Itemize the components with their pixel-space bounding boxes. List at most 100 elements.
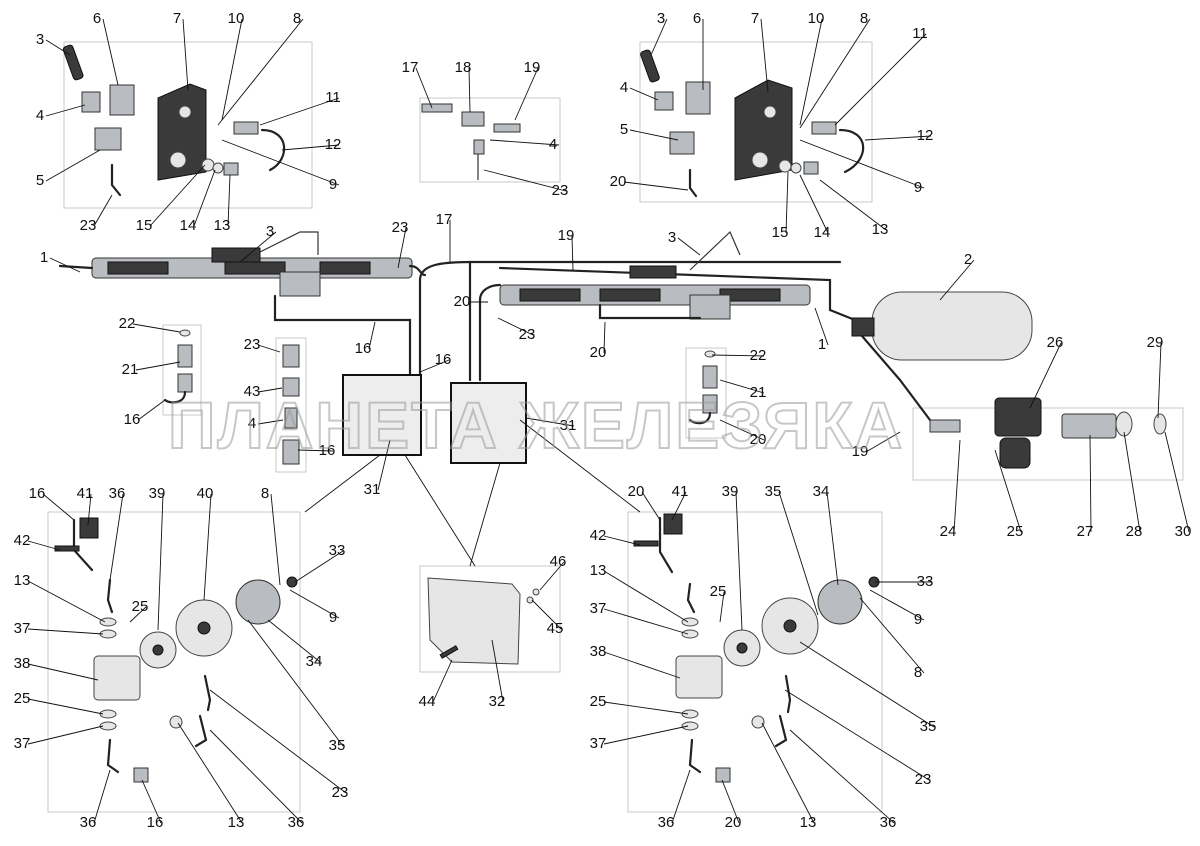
callout-leader-32	[137, 399, 166, 421]
callout-label-59: 9	[914, 179, 922, 196]
elbow-36-br	[686, 582, 696, 614]
cover-32	[427, 577, 521, 665]
right-cylinder-band	[519, 288, 581, 302]
callout-label-97: 33	[917, 573, 934, 590]
bracket-hole-1	[178, 105, 192, 119]
callout-leader-35	[257, 344, 281, 353]
callout-leader-95	[778, 491, 819, 616]
callout-label-55: 10	[808, 10, 825, 27]
callout-leader-61	[629, 129, 679, 141]
callout-leader-58	[864, 135, 932, 141]
part-41-bl	[79, 517, 99, 539]
callout-leader-103	[603, 608, 689, 635]
right-manifold	[689, 294, 731, 320]
callout-label-5: 11	[325, 89, 341, 106]
callout-label-86: 13	[228, 814, 245, 831]
part-4-tc	[473, 139, 485, 155]
rod-left	[58, 264, 94, 270]
callout-label-42: 21	[750, 384, 767, 401]
hose-12-tr	[838, 128, 865, 174]
stack-43	[282, 377, 300, 397]
callout-leader-39	[377, 439, 391, 491]
bracket-7-tl	[157, 83, 207, 181]
part-24	[929, 419, 961, 433]
part-27	[1061, 413, 1117, 439]
callout-label-104: 38	[590, 643, 607, 660]
callout-label-108: 23	[915, 771, 932, 788]
callout-label-64: 14	[814, 224, 831, 241]
callout-leader-52	[650, 18, 668, 56]
callout-label-2: 7	[173, 10, 181, 27]
callout-leader-23	[571, 235, 574, 271]
callout-label-9: 5	[36, 172, 44, 189]
callout-label-35: 23	[244, 336, 261, 353]
callout-label-91: 32	[489, 693, 506, 710]
callout-leader-79	[27, 663, 99, 681]
callout-leader-49	[1089, 434, 1092, 533]
callout-label-58: 12	[917, 127, 934, 144]
callout-label-76: 25	[132, 598, 149, 615]
callout-leader-37	[257, 419, 284, 425]
callout-leader-86	[177, 722, 243, 824]
callout-leader-45	[1157, 342, 1162, 419]
callout-label-23: 19	[558, 227, 575, 244]
callout-leader-82	[247, 619, 344, 747]
callout-leader-65	[819, 179, 887, 231]
group-frames	[47, 41, 1184, 813]
callout-label-54: 7	[751, 10, 759, 27]
part-16-l-hose	[163, 390, 187, 404]
callout-label-18: 17	[402, 59, 419, 76]
block-38-br	[675, 655, 723, 699]
right-cylinder-band-2	[599, 288, 661, 302]
ring-14-tl	[212, 162, 224, 174]
bracket-hole-3	[763, 105, 777, 119]
callout-leader-0	[45, 39, 71, 56]
callout-label-28: 20	[590, 344, 607, 361]
elbow-36c-bl	[194, 714, 208, 748]
ring-37-br	[681, 629, 699, 639]
callout-leader-100	[603, 535, 641, 546]
callout-leader-92	[641, 491, 661, 521]
callout-leader-83	[209, 689, 347, 794]
hose-23-br	[784, 674, 792, 714]
callout-leader-72	[294, 550, 344, 583]
callout-leader-110	[721, 779, 740, 824]
drum-40-bl-hole	[197, 621, 211, 635]
part-17-tc	[421, 103, 453, 113]
part-19-tc	[493, 123, 521, 133]
callout-leader-89	[531, 599, 562, 630]
callout-leader-66	[42, 493, 75, 521]
callout-label-22: 23	[552, 182, 569, 199]
callout-label-101: 13	[590, 562, 607, 579]
part-22-l	[179, 329, 191, 337]
part-20-r-hose	[688, 411, 712, 425]
callout-leader-21	[489, 139, 560, 146]
receiver-valve	[851, 317, 875, 337]
callout-leader-69	[157, 493, 164, 631]
callout-leader-62	[623, 181, 689, 191]
bottom-left-parts	[54, 517, 298, 783]
callout-leader-4	[217, 18, 304, 126]
callout-label-94: 39	[722, 483, 739, 500]
ring-14-tr	[790, 162, 802, 174]
callout-label-70: 40	[197, 485, 214, 502]
callout-leader-42	[719, 379, 765, 394]
frame-top-left	[63, 41, 313, 209]
callout-label-34: 16	[435, 351, 452, 368]
ring-25-br	[681, 709, 699, 719]
callout-label-38: 16	[319, 442, 336, 459]
callout-leader-16	[397, 227, 407, 269]
callout-label-90: 44	[419, 693, 436, 710]
callout-leader-6	[281, 144, 340, 151]
part-23-tl	[110, 163, 122, 197]
callout-leader-94	[735, 491, 743, 631]
part-6-tr	[685, 81, 711, 115]
callout-leader-63	[785, 171, 789, 234]
callout-leader-8	[45, 104, 86, 117]
callout-leader-104	[603, 651, 681, 679]
callout-label-81: 37	[14, 735, 31, 752]
callout-label-15: 3	[266, 223, 274, 240]
callout-label-14: 1	[40, 249, 48, 266]
